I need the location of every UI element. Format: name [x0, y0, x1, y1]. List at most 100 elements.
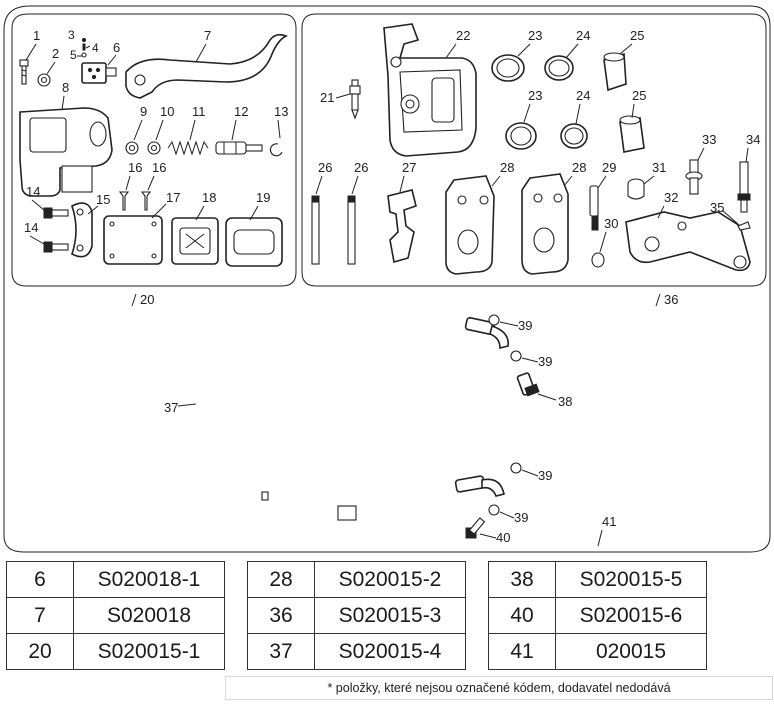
callout-25-lower: 25 [632, 88, 646, 103]
part-24-dust-seals [544, 55, 588, 149]
part-14-bolt-lower [43, 241, 69, 253]
part-18-diaphragm-plate [171, 217, 219, 265]
callout-7: 7 [204, 28, 211, 43]
callout-39-1: 39 [518, 318, 532, 333]
callout-16-left: 16 [128, 160, 142, 175]
table-cell-position: 36 [247, 597, 315, 634]
parts-code-table: 6 S020018-1 28 S020015-2 38 S020015-5 7 … [6, 561, 707, 670]
exploded-parts-diagram: 20 36 1 2 3 4 5 6 7 8 [3, 5, 771, 553]
group-label-caliper: 36 [664, 292, 678, 307]
callout-31: 31 [652, 160, 666, 175]
callout-37: 37 [164, 400, 178, 415]
callout-24-lower: 24 [576, 88, 590, 103]
callout-2: 2 [52, 46, 59, 61]
part-16-screws [118, 191, 152, 211]
callout-1: 1 [33, 28, 40, 43]
table-gap [225, 562, 248, 598]
part-35-retaining-clip [737, 221, 751, 231]
callout-23-upper: 23 [528, 28, 542, 43]
table-cell-code: S020015-5 [555, 561, 707, 598]
callout-26-left: 26 [318, 160, 332, 175]
table-gap [225, 598, 248, 634]
part-37-brake-hose [197, 300, 509, 521]
callout-35: 35 [710, 200, 724, 215]
supplier-footnote: * položky, které nejsou označené kódem, … [225, 676, 773, 700]
table-cell-code: S020018 [73, 597, 225, 634]
table-cell-code: S020015-4 [314, 633, 466, 670]
callout-32: 32 [664, 190, 678, 205]
table-cell-position: 20 [6, 633, 74, 670]
part-32-caliper-bracket [625, 211, 751, 272]
table-cell-position: 40 [488, 597, 556, 634]
callout-14-upper: 14 [26, 184, 40, 199]
callout-28-right: 28 [572, 160, 586, 175]
part-12-piston [215, 141, 263, 155]
table-cell-position: 38 [488, 561, 556, 598]
table-row: 20 S020015-1 37 S020015-4 41 020015 [6, 633, 707, 670]
callout-12: 12 [234, 104, 248, 119]
callout-5: 5 [70, 48, 77, 62]
part-1-bolt [19, 59, 29, 85]
callout-39-3: 39 [538, 468, 552, 483]
part-25-pistons [603, 52, 645, 153]
callout-28-left: 28 [500, 160, 514, 175]
callout-19: 19 [256, 190, 270, 205]
table-cell-position: 37 [247, 633, 315, 670]
part-6-brake-switch [81, 62, 117, 84]
part-28-brake-pads [445, 173, 569, 275]
part-15-clamp [71, 202, 93, 258]
part-27-pad-spring [387, 189, 417, 264]
callout-9: 9 [140, 104, 147, 119]
group-frame-caliper [301, 13, 767, 287]
group-label-master-cylinder: 20 [140, 292, 154, 307]
table-cell-code: 020015 [555, 633, 707, 670]
part-26-pins [311, 195, 356, 265]
callout-21: 21 [320, 90, 334, 105]
callout-40: 40 [496, 530, 510, 545]
callout-8: 8 [62, 80, 69, 95]
table-cell-code: S020015-2 [314, 561, 466, 598]
callout-14-lower: 14 [24, 220, 38, 235]
callout-39-4: 39 [514, 510, 528, 525]
callout-25-upper: 25 [630, 28, 644, 43]
table-cell-code: S020018-1 [73, 561, 225, 598]
callout-22: 22 [456, 28, 470, 43]
table-cell-position: 6 [6, 561, 74, 598]
table-cell-code: S020015-1 [73, 633, 225, 670]
callout-33: 33 [702, 132, 716, 147]
callout-11: 11 [192, 104, 206, 119]
callout-3: 3 [68, 28, 75, 42]
callout-18: 18 [202, 190, 216, 205]
callout-17: 17 [166, 190, 180, 205]
part-11-spring [167, 140, 209, 156]
table-cell-position: 41 [488, 633, 556, 670]
part-34-bolt [737, 161, 751, 213]
table-gap [225, 634, 248, 670]
part-22-brake-caliper [383, 23, 477, 157]
table-gap [466, 562, 489, 598]
part-31-bushing [627, 178, 645, 200]
part-17-reservoir-cover [103, 215, 163, 265]
table-row: 6 S020018-1 28 S020015-2 38 S020015-5 [6, 561, 707, 598]
table-row: 7 S020018 36 S020015-3 40 S020015-6 [6, 597, 707, 634]
callout-29: 29 [602, 160, 616, 175]
table-gap [466, 598, 489, 634]
group-frame-master-cylinder [11, 13, 297, 287]
callout-30: 30 [604, 216, 618, 231]
part-7-brake-lever [125, 33, 288, 99]
callout-39-2: 39 [538, 354, 552, 369]
outer-frame [3, 5, 771, 553]
callout-26-right: 26 [354, 160, 368, 175]
table-cell-code: S020015-3 [314, 597, 466, 634]
table-cell-position: 28 [247, 561, 315, 598]
callout-41: 41 [602, 514, 616, 529]
callout-24-upper: 24 [576, 28, 590, 43]
table-gap [466, 634, 489, 670]
part-2-nut [37, 73, 51, 87]
callout-15: 15 [96, 192, 110, 207]
callout-16-right: 16 [152, 160, 166, 175]
callout-34: 34 [746, 132, 760, 147]
part-19-diaphragm [225, 217, 283, 267]
part-13-circlip [269, 143, 283, 157]
part-30-boot [591, 252, 605, 268]
